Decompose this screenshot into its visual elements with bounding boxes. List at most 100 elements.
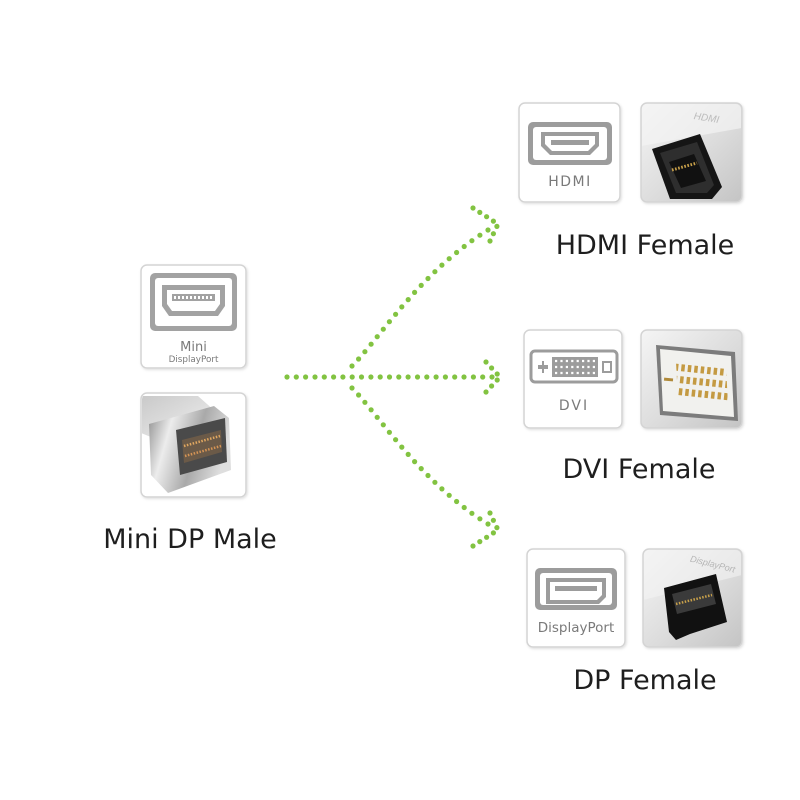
arrow-dvi-dot xyxy=(331,374,337,380)
arrow-dvi-dot xyxy=(340,374,346,380)
arrowhead-dp-dot xyxy=(477,539,483,545)
hdmi-icon: HDMI xyxy=(518,102,621,203)
displayport-icon: DisplayPort xyxy=(526,548,626,648)
arrow-dvi-dot xyxy=(433,374,439,380)
arrowhead-dvi-dot xyxy=(494,377,500,383)
arrowhead-hdmi-dot xyxy=(490,218,496,224)
arrow-dp-dot xyxy=(393,437,399,443)
mini-displayport-icon: Mini DisplayPort xyxy=(140,264,247,369)
arrow-hdmi-dot xyxy=(399,304,405,310)
arrow-hdmi-dot xyxy=(477,232,483,238)
arrow-hdmi-dot xyxy=(356,356,362,362)
hdmi-icon-label: HDMI xyxy=(548,174,592,190)
arrowhead-dp-dot xyxy=(470,543,476,549)
arrow-dvi-dot xyxy=(470,374,476,380)
mini-dp-pin-strip xyxy=(172,294,215,301)
dvi-pin-grid xyxy=(676,362,728,404)
arrow-dp-dot xyxy=(439,486,445,492)
dvi-ground-slot xyxy=(663,377,674,382)
photo-highlight xyxy=(642,104,741,146)
arrow-dp-dot xyxy=(485,521,491,527)
dvi-caption: DVI Female xyxy=(563,454,716,485)
arrow-dp-dot xyxy=(432,479,438,485)
arrow-dvi-dot xyxy=(489,374,495,380)
plug-pins-bottom xyxy=(184,444,222,458)
arrow-dvi-dot xyxy=(452,374,458,380)
arrow-hdmi-dot xyxy=(362,349,368,355)
arrow-dvi-dot xyxy=(358,374,365,380)
arrow-dvi-dot xyxy=(461,374,467,380)
source-caption: Mini DP Male xyxy=(103,524,277,555)
mini-dp-male-plug-photo xyxy=(140,392,247,498)
arrow-hdmi-dot xyxy=(446,256,452,262)
mini-icon-label: Mini xyxy=(180,340,207,355)
arrow-hdmi-dot xyxy=(469,238,475,244)
arrow-dp-dot xyxy=(386,429,392,435)
arrow-dvi-dot xyxy=(424,374,430,380)
dvi-icon: DVI xyxy=(523,329,623,429)
arrow-hdmi-dot xyxy=(425,275,431,282)
arrow-hdmi-dot xyxy=(418,282,424,288)
arrow-dvi-dot xyxy=(386,374,393,380)
dp-caption: DP Female xyxy=(573,665,716,696)
arrow-dvi-dot xyxy=(377,374,383,380)
dvi-side-key xyxy=(602,361,612,373)
hdmi-female-port-photo: HDMI xyxy=(640,102,743,203)
arrow-hdmi-dot xyxy=(349,363,355,369)
arrow-dp-dot xyxy=(362,399,368,405)
arrow-dp-dot xyxy=(356,392,362,398)
hdmi-port-contacts xyxy=(671,161,698,172)
hdmi-embossed-label: HDMI xyxy=(693,111,720,126)
arrow-dvi-dot xyxy=(414,374,421,380)
dvi-pin-block xyxy=(552,357,598,377)
arrow-hdmi-dot xyxy=(485,227,491,233)
arrowhead-dvi-dot xyxy=(483,359,489,365)
hdmi-caption: HDMI Female xyxy=(556,230,735,261)
arrow-dvi-dot xyxy=(405,374,411,380)
arrowhead-hdmi-dot xyxy=(477,209,483,215)
arrowhead-hdmi-dot xyxy=(490,231,496,237)
dvi-female-port-photo xyxy=(640,329,743,429)
dotted-arrows xyxy=(284,205,500,549)
arrow-hdmi-dot xyxy=(432,269,438,275)
arrow-dvi-dot xyxy=(349,374,355,380)
arrow-hdmi-dot xyxy=(374,334,380,340)
arrow-hdmi-dot xyxy=(412,289,418,295)
arrow-hdmi-dot xyxy=(439,262,445,268)
arrowhead-hdmi-dot xyxy=(470,205,476,211)
arrowhead-hdmi-dot xyxy=(494,223,500,229)
arrow-dp-dot xyxy=(418,466,424,472)
arrowhead-dvi-dot xyxy=(489,383,495,389)
arrow-hdmi-dot xyxy=(461,243,467,250)
arrowhead-dvi-dot xyxy=(494,371,500,377)
arrow-dp-dot xyxy=(425,472,431,479)
displayport-female-port-photo: DisplayPort xyxy=(642,548,743,648)
arrowhead-dvi-dot xyxy=(483,389,489,395)
mini-icon-sublabel: DisplayPort xyxy=(169,355,219,365)
arrow-dp-dot xyxy=(374,414,380,420)
arrow-dp-dot xyxy=(454,498,460,505)
arrow-dp-dot xyxy=(461,504,467,511)
arrow-dvi-dot xyxy=(321,374,327,380)
arrow-hdmi-dot xyxy=(393,311,399,317)
arrow-dp-dot xyxy=(405,451,411,457)
arrowhead-dp-dot xyxy=(484,534,490,540)
arrow-dvi-dot xyxy=(303,374,309,380)
arrow-hdmi-dot xyxy=(454,249,460,256)
arrowhead-dp-dot xyxy=(490,517,496,523)
arrow-dp-dot xyxy=(412,459,418,465)
arrow-dp-dot xyxy=(399,444,405,450)
arrowhead-hdmi-dot xyxy=(484,214,490,220)
arrow-hdmi-dot xyxy=(405,297,411,303)
arrow-dvi-dot xyxy=(312,374,318,380)
dp-pin-strip xyxy=(555,586,597,591)
hdmi-pin-strip xyxy=(551,140,589,145)
dvi-icon-label: DVI xyxy=(559,398,589,414)
arrowhead-dp-dot xyxy=(494,525,500,531)
arrow-hdmi-dot xyxy=(380,326,386,332)
dp-port-contacts xyxy=(675,593,713,606)
plug-pins-top xyxy=(183,434,221,448)
arrow-hdmi-dot xyxy=(386,319,392,325)
arrow-dp-dot xyxy=(469,510,475,516)
